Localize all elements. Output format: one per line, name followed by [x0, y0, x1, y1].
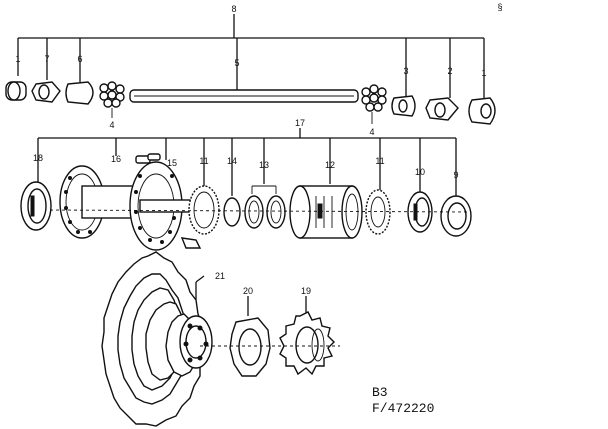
spacer-ring-14	[223, 197, 241, 227]
label-16: 16	[111, 154, 121, 164]
bearing-ring-11-right	[365, 189, 391, 235]
ring-9	[440, 195, 472, 237]
locknut-left	[5, 81, 27, 101]
label-7: 7	[44, 54, 49, 64]
label-8: 8	[231, 4, 236, 14]
label-1-left: 1	[15, 54, 20, 64]
label-9: 9	[453, 170, 458, 180]
label-19: 19	[301, 286, 311, 296]
label-13: 13	[259, 160, 269, 170]
washer-left	[31, 81, 61, 103]
label-3: 3	[403, 66, 408, 76]
label-12: 12	[325, 160, 335, 170]
ball-bearings-right	[361, 84, 387, 112]
dust-cap	[20, 181, 52, 231]
label-10: 10	[415, 167, 425, 177]
label-11-right: 11	[375, 156, 384, 166]
label-6: 6	[77, 54, 82, 64]
hub-body	[59, 161, 201, 251]
label-20: 20	[243, 286, 253, 296]
label-18: 18	[33, 153, 43, 163]
label-4-right: 4	[369, 127, 374, 137]
corner-mark: §	[497, 2, 502, 12]
label-11-left: 11	[199, 156, 208, 166]
pawl-parts	[135, 153, 202, 249]
freewheel-body	[289, 185, 363, 239]
label-17: 17	[295, 118, 305, 128]
axle	[129, 89, 359, 103]
spacer-ring-20	[229, 296, 271, 377]
cone-right	[391, 95, 416, 117]
small-sprocket-19	[279, 296, 335, 376]
cone-left	[65, 81, 94, 105]
locknut-right	[468, 97, 496, 125]
ball-bearings-left	[99, 81, 125, 108]
bearing-ring-11-left	[188, 185, 220, 235]
diagram-code-line-2: F/472220	[372, 401, 434, 416]
label-14: 14	[227, 156, 237, 166]
ring-pair-13	[244, 195, 286, 229]
washer-right	[425, 97, 459, 121]
sprocket-cluster	[101, 251, 213, 427]
diagram-code-line-1: B3	[372, 385, 388, 400]
hub-assembly	[20, 128, 472, 251]
label-15: 15	[167, 158, 177, 168]
label-4-left: 4	[109, 120, 114, 130]
label-5: 5	[234, 58, 239, 68]
label-2: 2	[447, 66, 452, 76]
label-21: 21	[215, 271, 225, 281]
axle-assembly	[5, 14, 496, 125]
label-1-right: 1	[481, 68, 486, 78]
